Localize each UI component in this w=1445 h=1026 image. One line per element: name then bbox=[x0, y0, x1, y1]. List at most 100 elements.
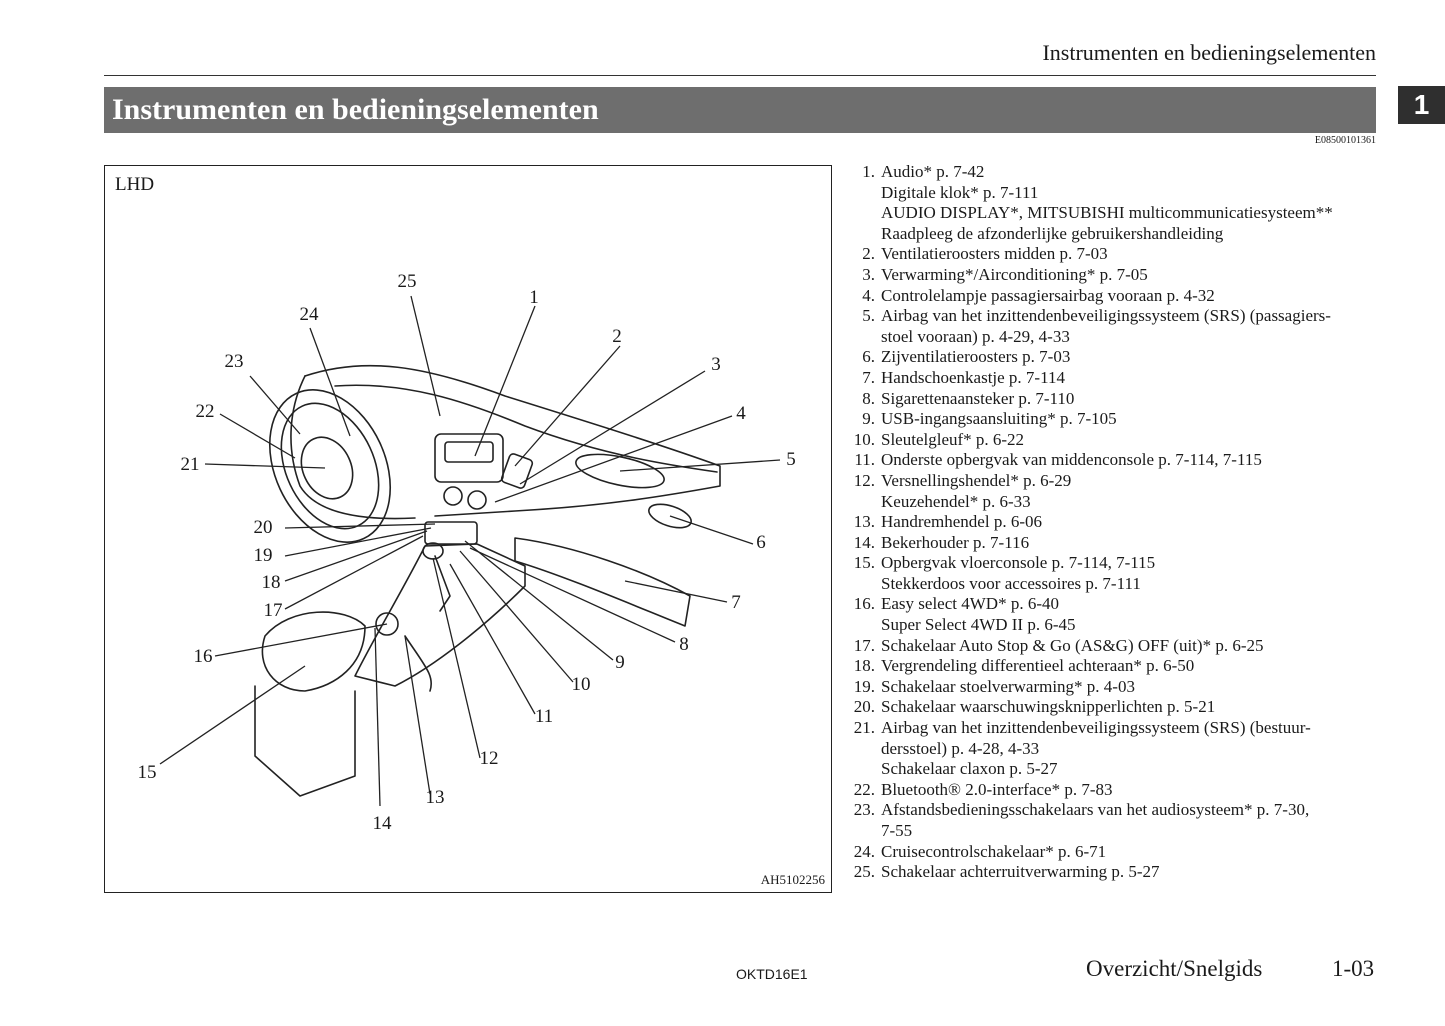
legend-item-line: Ventilatieroosters midden p. 7-03 bbox=[881, 244, 1108, 264]
legend-item-line: Audio* p. 7-42 bbox=[881, 162, 985, 181]
header-rule bbox=[104, 75, 1376, 76]
legend-item-line: Handremhendel p. 6-06 bbox=[881, 512, 1042, 532]
callout-1: 1 bbox=[529, 287, 539, 308]
legend-item-line: USB-ingangsaansluiting* p. 7-105 bbox=[881, 409, 1117, 429]
legend-item-line: Vergrendeling differentieel achteraan* p… bbox=[881, 656, 1195, 676]
legend-item-line: Sigarettenaansteker p. 7-110 bbox=[881, 388, 1075, 408]
callout-10: 10 bbox=[571, 674, 591, 695]
steering-wheel bbox=[268, 389, 392, 543]
audio-unit bbox=[434, 433, 504, 483]
callout-22: 22 bbox=[195, 401, 215, 422]
legend-item-text: Cruisecontrolschakelaar* p. 6-71 bbox=[875, 842, 1385, 863]
legend-item: 18.Vergrendeling differentieel achteraan… bbox=[845, 656, 1385, 677]
legend-item-text: Airbag van het inzittendenbeveiligingssy… bbox=[875, 718, 1385, 780]
legend-item-number: 11. bbox=[854, 450, 875, 470]
legend-item-text: USB-ingangsaansluiting* p. 7-105 bbox=[875, 409, 1385, 430]
legend-item: 9.USB-ingangsaansluiting* p. 7-105 bbox=[845, 409, 1385, 430]
legend-item-text: Ventilatieroosters midden p. 7-03 bbox=[875, 244, 1385, 265]
legend-item-line: Sleutelgleuf* p. 6-22 bbox=[881, 429, 1025, 449]
legend-item: 22. Bluetooth® 2.0-interface* p. 7-83 bbox=[845, 780, 1385, 801]
legend-item-text: Sigarettenaansteker p. 7-110 bbox=[875, 389, 1385, 410]
legend-item-text: Verwarming*/Airconditioning* p. 7-05 bbox=[875, 265, 1385, 286]
legend-item-text: Airbag van het inzittendenbeveiligingssy… bbox=[875, 306, 1385, 347]
legend-item: 20. Schakelaar waarschuwingsknipperlichte… bbox=[845, 697, 1385, 718]
legend-item-number: 15. bbox=[853, 553, 875, 573]
callout-23: 23 bbox=[224, 351, 244, 372]
callout-24: 24 bbox=[299, 304, 319, 325]
legend-item-number: 4. bbox=[862, 285, 875, 305]
legend-item: 2. Ventilatieroosters midden p. 7-03 bbox=[845, 244, 1385, 265]
console bbox=[354, 543, 526, 687]
legend-item-line: Verwarming*/Airconditioning* p. 7-05 bbox=[881, 264, 1148, 284]
footer-code: OKTD16E1 bbox=[736, 966, 808, 982]
callout-11: 11 bbox=[534, 706, 554, 727]
legend-item-text: Handremhendel p. 6-06 bbox=[875, 512, 1385, 533]
legend-item: 7.Handschoenkastje p. 7-114 bbox=[845, 368, 1385, 389]
glovebox bbox=[514, 537, 691, 627]
legend-item: 14.Bekerhouder p. 7-116 bbox=[845, 533, 1385, 554]
figure-label-lhd: LHD bbox=[115, 174, 155, 195]
ac-knob-left bbox=[443, 486, 463, 506]
callout-6: 6 bbox=[756, 532, 766, 553]
legend-item-line: Controlelampje passagiersairbag vooraan … bbox=[881, 285, 1215, 305]
legend-item-line: Airbag van het inzittendenbeveiligingssy… bbox=[881, 718, 1311, 738]
dashboard-figure: LHD AH5102256 1 2 3 4 5 6 7 8 9 10 11 12… bbox=[104, 165, 832, 893]
parking-brake bbox=[404, 635, 432, 692]
legend-item-number: 22. bbox=[853, 779, 875, 799]
callout-19: 19 bbox=[253, 545, 273, 566]
legend-item-line: stoel vooraan) p. 4-29, 4-33 bbox=[881, 326, 1070, 346]
legend-item: 23.Afstandsbedieningsschakelaars van het… bbox=[845, 800, 1385, 841]
dash-lower bbox=[290, 375, 416, 520]
callout-4: 4 bbox=[736, 403, 746, 424]
gear-lever bbox=[434, 555, 451, 612]
callout-18: 18 bbox=[261, 572, 281, 593]
legend-item-text: Schakelaar achterruitverwarming p. 5-27 bbox=[875, 862, 1385, 883]
legend-item-line: Schakelaar stoelverwarming* p. 4-03 bbox=[881, 676, 1135, 696]
legend-item-number: 25. bbox=[853, 862, 875, 882]
document-code: E08500101361 bbox=[1314, 135, 1376, 146]
legend-item-line: Schakelaar waarschuwingsknipperlichten p… bbox=[881, 697, 1216, 717]
legend-item-text: Handschoenkastje p. 7-114 bbox=[875, 368, 1385, 389]
legend-item-text: Afstandsbedieningsschakelaars van het au… bbox=[875, 800, 1385, 841]
ac-knob-right bbox=[467, 490, 487, 510]
legend-item-line: Bluetooth® 2.0-interface* p. 7-83 bbox=[881, 779, 1113, 799]
legend-item-number: 8. bbox=[862, 388, 875, 408]
legend-item-line: Afstandsbedieningsschakelaars van het au… bbox=[881, 800, 1310, 820]
legend-item: 17.Schakelaar Auto Stop & Go (AS&G) OFF … bbox=[845, 636, 1385, 657]
legend-item-number: 17. bbox=[853, 635, 875, 655]
legend-item-number: 24. bbox=[853, 841, 875, 861]
callout-3: 3 bbox=[711, 354, 721, 375]
legend-item-text: Zijventilatieroosters p. 7-03 bbox=[875, 347, 1385, 368]
legend-item: 21.Airbag van het inzittendenbeveiliging… bbox=[845, 718, 1385, 780]
legend-item-line: 7-55 bbox=[881, 821, 913, 840]
steering-hub bbox=[300, 436, 354, 500]
legend-item-line: Zijventilatieroosters p. 7-03 bbox=[881, 347, 1071, 367]
legend-item-number: 5. bbox=[862, 306, 875, 326]
chapter-tab[interactable]: 1 bbox=[1398, 86, 1445, 124]
callout-2: 2 bbox=[612, 326, 622, 347]
legend-item-line: Bekerhouder p. 7-116 bbox=[881, 532, 1030, 552]
legend-item-line: Easy select 4WD* p. 6-40 bbox=[881, 594, 1059, 614]
legend-item-number: 2. bbox=[862, 244, 875, 264]
dash-crease bbox=[334, 384, 718, 473]
legend-item: 3. Verwarming*/Airconditioning* p. 7-05 bbox=[845, 265, 1385, 286]
dash-outline bbox=[304, 364, 721, 517]
legend-item-line: Versnellingshendel* p. 6-29 bbox=[881, 470, 1072, 490]
legend-item: 11.Onderste opbergvak van middenconsole … bbox=[845, 450, 1385, 471]
legend-item-number: 16. bbox=[853, 594, 875, 614]
callout-25: 25 bbox=[397, 271, 417, 292]
legend-item-number: 20. bbox=[853, 697, 875, 717]
switch-panel bbox=[424, 521, 478, 545]
legend-item-line: Handschoenkastje p. 7-114 bbox=[881, 367, 1065, 387]
legend-item-line: Airbag van het inzittendenbeveiligingssy… bbox=[881, 306, 1331, 326]
legend-item-number: 3. bbox=[862, 264, 875, 284]
legend-item: 4. Controlelampje passagiersairbag vooraa… bbox=[845, 286, 1385, 307]
legend-item: 19.Schakelaar stoelverwarming* p. 4-03 bbox=[845, 677, 1385, 698]
callout-17: 17 bbox=[263, 600, 283, 621]
legend-item-text: Bekerhouder p. 7-116 bbox=[875, 533, 1385, 554]
legend-item-line: Digitale klok* p. 7-111 bbox=[881, 182, 1039, 202]
